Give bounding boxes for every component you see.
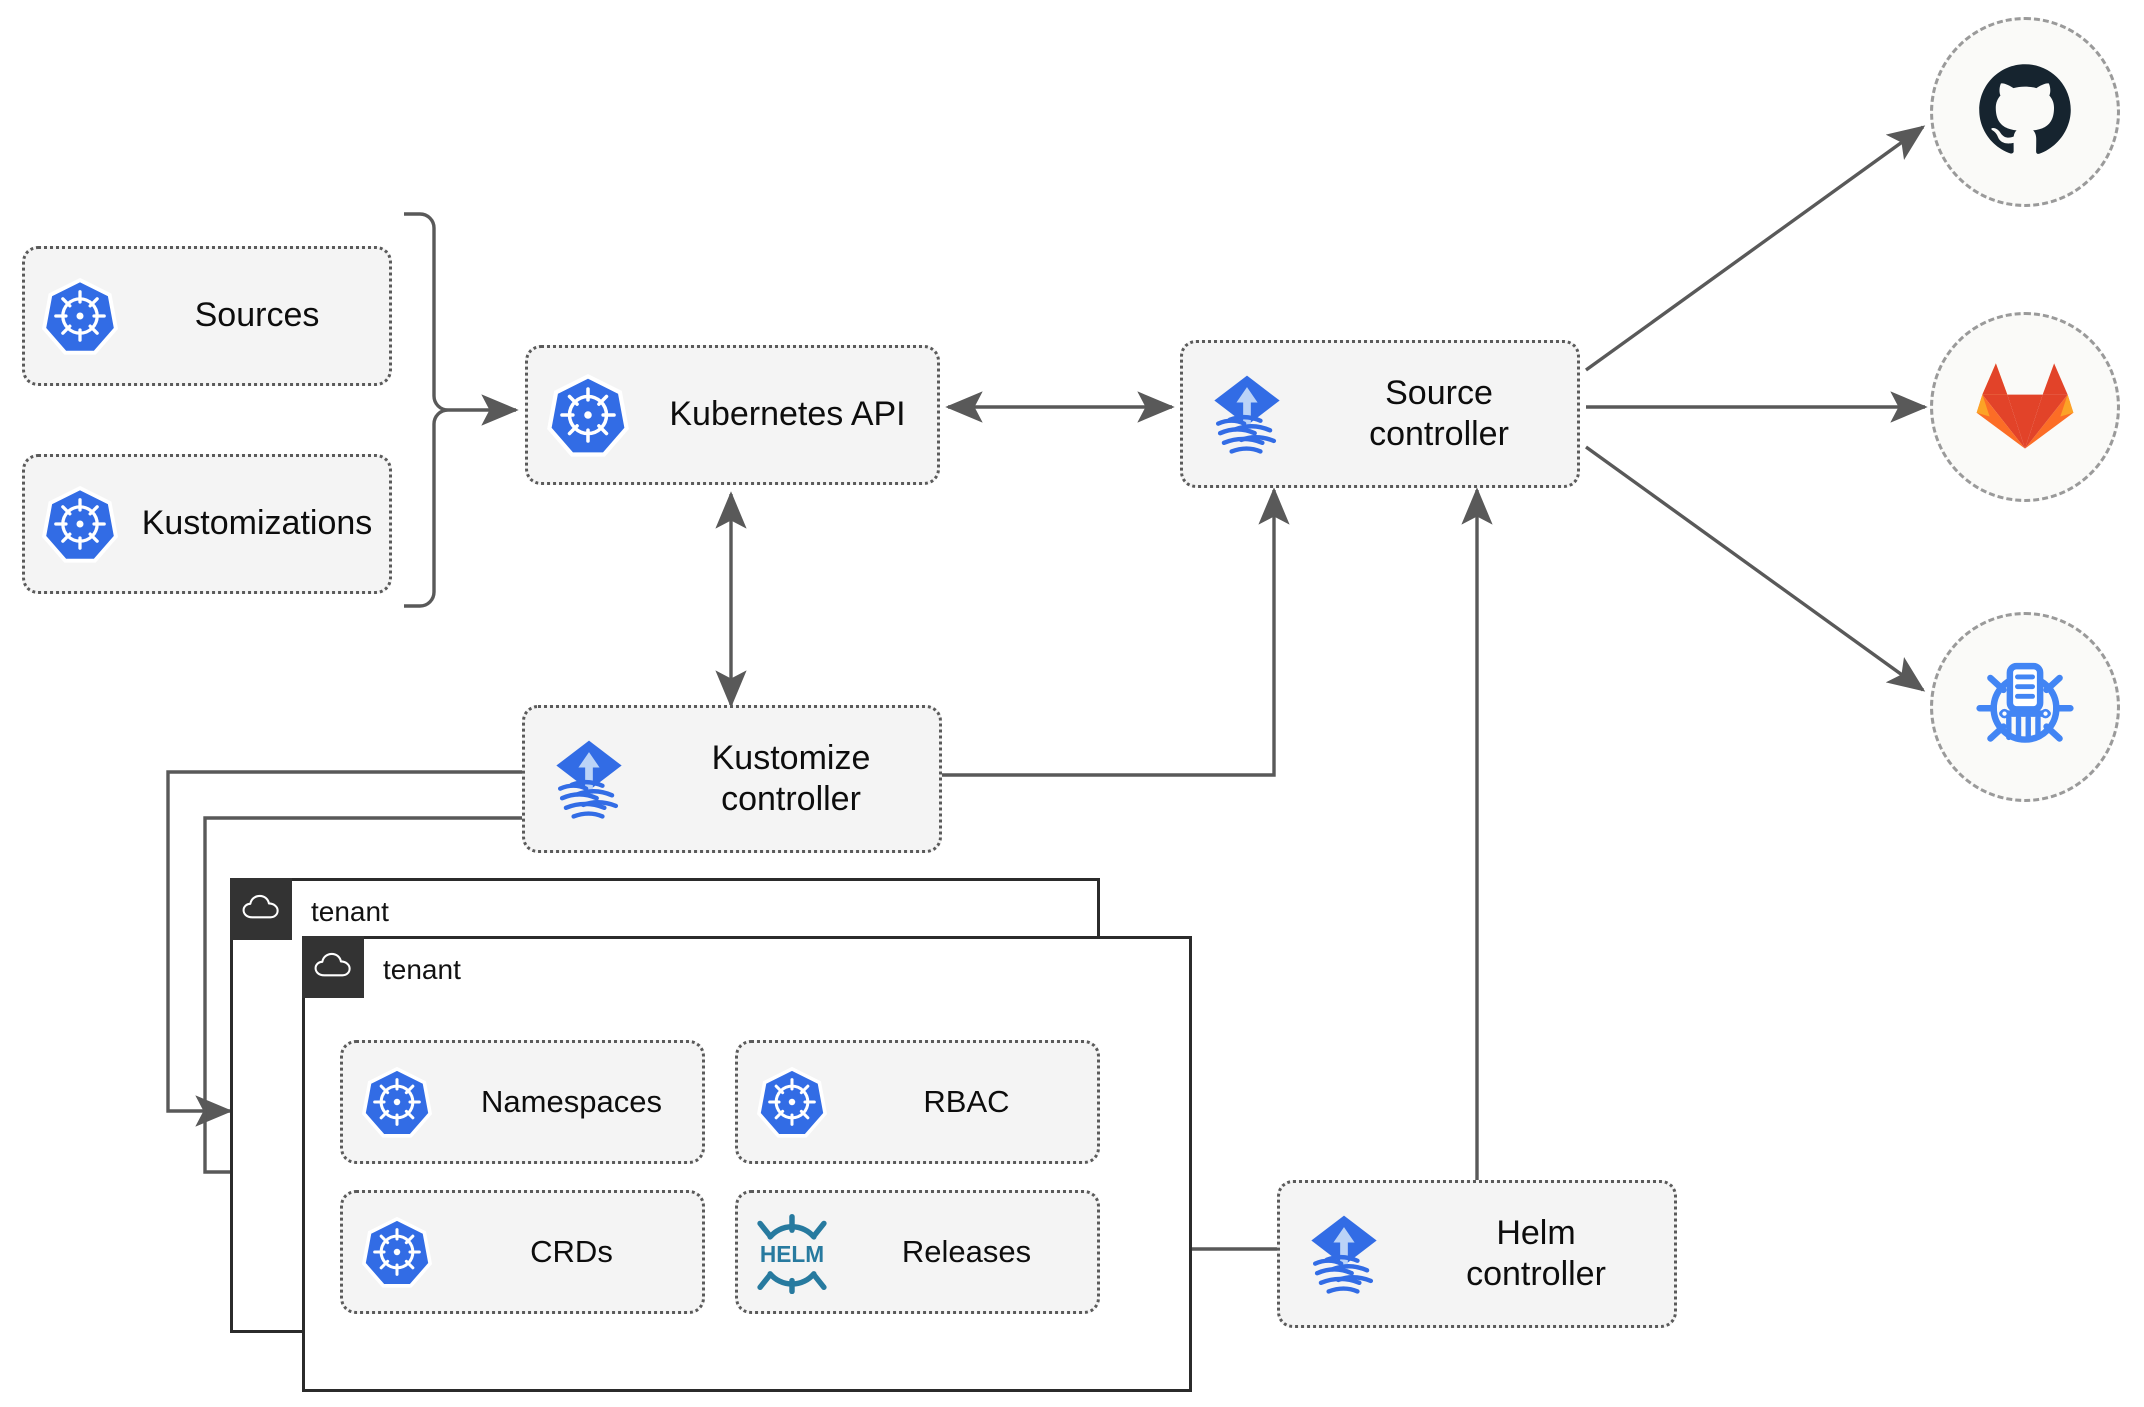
resource-label-kustomizations: Kustomizations bbox=[141, 504, 373, 543]
provider-circle-chartmuseum[interactable] bbox=[1930, 612, 2120, 802]
provider-circle-gitlab[interactable] bbox=[1930, 312, 2120, 502]
edge-source-github bbox=[1585, 125, 1926, 372]
node-source-controller[interactable]: Source controller bbox=[1180, 340, 1580, 488]
tenant-resource-label-namespaces: Namespaces bbox=[481, 1084, 662, 1120]
tenant-resource-rbac[interactable]: RBAC bbox=[735, 1040, 1100, 1164]
chartmuseum-icon bbox=[1971, 651, 2079, 764]
resource-box-sources[interactable]: Sources bbox=[22, 246, 392, 386]
tenant-resource-label-crds: CRDs bbox=[530, 1234, 613, 1270]
resource-box-kustomizations[interactable]: Kustomizations bbox=[22, 454, 392, 594]
tenant-resource-label-releases: Releases bbox=[901, 1234, 1032, 1270]
node-kubernetes-api[interactable]: Kubernetes API bbox=[525, 345, 940, 485]
node-label-kubernetes-api: Kubernetes API bbox=[669, 395, 906, 434]
cloud-icon bbox=[242, 892, 280, 927]
edge-kustomize-source bbox=[940, 487, 1290, 777]
cloud-icon bbox=[314, 950, 352, 985]
kubernetes-icon bbox=[25, 485, 135, 563]
node-label-helm-controller: Helm controller bbox=[1466, 1213, 1606, 1293]
kubernetes-icon bbox=[25, 277, 135, 355]
kubernetes-icon bbox=[343, 1216, 451, 1288]
kubernetes-icon bbox=[343, 1066, 451, 1138]
flux-icon bbox=[1280, 1206, 1408, 1302]
group-bracket bbox=[404, 212, 449, 608]
github-icon bbox=[1973, 58, 2077, 167]
flux-icon bbox=[525, 731, 653, 827]
kubernetes-icon bbox=[528, 373, 648, 457]
tenant-frame-front[interactable]: tenant bbox=[302, 936, 1192, 1392]
tenant-resource-namespaces[interactable]: Namespaces bbox=[340, 1040, 705, 1164]
tenant-resource-label-rbac: RBAC bbox=[923, 1084, 1010, 1120]
flux-icon bbox=[1183, 366, 1311, 462]
helm-icon: HELM bbox=[738, 1210, 846, 1294]
gitlab-icon bbox=[1973, 353, 2077, 462]
tenant-resource-crds[interactable]: CRDs bbox=[340, 1190, 705, 1314]
node-kustomize-controller[interactable]: Kustomize controller bbox=[522, 705, 942, 853]
helm-wordmark: HELM bbox=[760, 1241, 824, 1267]
node-helm-controller[interactable]: Helm controller bbox=[1277, 1180, 1677, 1328]
tenant-tab-front bbox=[302, 936, 364, 998]
tenant-label-front: tenant bbox=[383, 954, 461, 985]
provider-circle-github[interactable] bbox=[1930, 17, 2120, 207]
node-label-kustomize-controller: Kustomize controller bbox=[711, 738, 871, 818]
kubernetes-icon bbox=[738, 1066, 846, 1138]
resource-label-sources: Sources bbox=[194, 296, 320, 335]
edge-source-chartmuseum bbox=[1585, 445, 1926, 692]
tenant-label-back: tenant bbox=[311, 896, 389, 927]
tenant-resource-releases[interactable]: HELM Releases bbox=[735, 1190, 1100, 1314]
tenant-tab-back bbox=[230, 878, 292, 940]
node-label-source-controller: Source controller bbox=[1369, 373, 1509, 453]
